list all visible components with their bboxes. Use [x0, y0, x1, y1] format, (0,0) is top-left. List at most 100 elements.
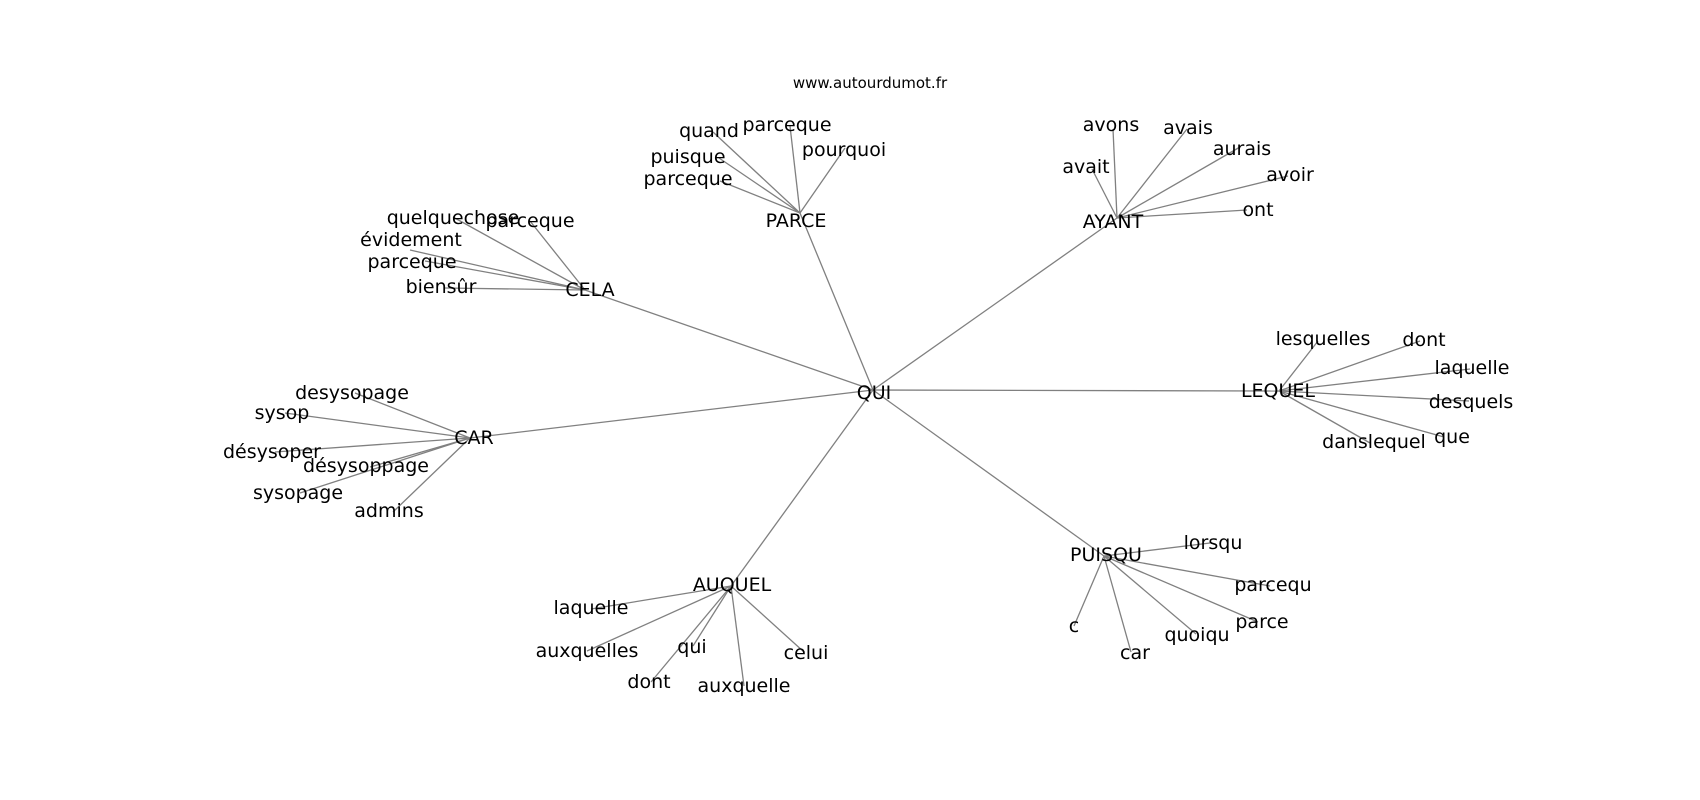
graph-edge	[712, 131, 801, 214]
source-caption: www.autourdumot.fr	[793, 74, 948, 92]
graph-edge	[718, 157, 801, 214]
leaf-node: quoiqu	[1164, 624, 1229, 646]
leaf-node: aurais	[1213, 138, 1271, 160]
graph-edge	[1103, 555, 1132, 653]
graph-edge	[584, 289, 874, 391]
leaf-node: admins	[354, 500, 423, 522]
leaf-node: sysopage	[253, 482, 343, 504]
leaf-node: quand	[679, 120, 739, 142]
graph-edge	[274, 437, 471, 453]
graph-edge	[1103, 555, 1271, 587]
graph-edge	[730, 585, 805, 653]
leaf-node: désysoper	[223, 441, 321, 463]
leaf-node: qui	[677, 636, 706, 658]
leaf-node: que	[1434, 426, 1470, 448]
hub-group-puisqu: PUISQU lorsqu parcequ parce quoiqu car c	[1069, 532, 1312, 664]
graph-edge	[1278, 390, 1445, 438]
center-node: QUI	[857, 382, 891, 404]
graph-edges	[274, 125, 1471, 687]
graph-edge	[1278, 390, 1470, 402]
graph-edge	[1103, 542, 1211, 557]
graph-edge	[1116, 209, 1248, 219]
graph-edge	[452, 216, 586, 291]
graph-edge	[1116, 128, 1188, 219]
graph-edge	[1278, 340, 1421, 392]
leaf-node: parcequ	[1234, 574, 1311, 596]
hub-node-parce: PARCE	[766, 210, 827, 232]
leaf-node: désysoppage	[303, 455, 429, 477]
hub-node-auquel: AUQUEL	[693, 574, 772, 596]
leaf-node: parceque	[742, 114, 831, 136]
leaf-node: parceque	[367, 251, 456, 273]
leaf-node: quelquechose	[387, 207, 520, 229]
graph-edge	[284, 412, 471, 439]
graph-edge	[789, 125, 801, 214]
leaf-node: lesquelles	[1276, 328, 1371, 350]
leaf-node: avons	[1083, 114, 1139, 136]
graph-edge	[590, 585, 732, 610]
graph-edge	[730, 389, 874, 587]
hub-group-ayant: AYANT avons avais aurais avait avoir ont	[1062, 114, 1314, 233]
graph-edge	[586, 585, 732, 652]
leaf-node: auxquelle	[698, 675, 791, 697]
graph-edge	[409, 249, 586, 291]
leaf-node: puisque	[650, 146, 725, 168]
leaf-node: laquelle	[1435, 357, 1510, 379]
leaf-node: biensûr	[406, 276, 477, 298]
graph-edge	[1103, 555, 1197, 635]
graph-edge	[1091, 168, 1118, 219]
hub-group-lequel: LEQUEL lesquelles dont laquelle desquels…	[1241, 328, 1513, 453]
graph-edge	[799, 212, 874, 391]
leaf-node: parceque	[643, 168, 732, 190]
graph-edge	[392, 437, 471, 513]
leaf-node: avait	[1062, 156, 1109, 178]
leaf-node: desquels	[1429, 391, 1514, 413]
graph-edge	[299, 437, 471, 494]
graph-edge	[354, 392, 471, 439]
leaf-node: car	[1120, 642, 1150, 664]
graph-edge	[730, 585, 745, 687]
leaf-node: parceque	[485, 210, 574, 232]
graph-edge	[872, 389, 1280, 392]
graph-edge	[469, 389, 874, 439]
graph-edge	[1278, 340, 1319, 392]
leaf-node: lorsqu	[1184, 532, 1243, 554]
graph-edge	[424, 260, 586, 291]
graph-edge	[1116, 175, 1289, 219]
hub-group-parce: PARCE quand parceque pourquoi puisque pa…	[643, 114, 886, 232]
hub-node-ayant: AYANT	[1083, 211, 1144, 233]
graph-edge	[1278, 390, 1371, 444]
leaf-node: dont	[1402, 329, 1445, 351]
leaf-node: danslequel	[1322, 431, 1426, 453]
graph-edge	[529, 220, 586, 291]
hub-node-puisqu: PUISQU	[1070, 544, 1142, 566]
leaf-node: dont	[627, 671, 670, 693]
graph-edge	[799, 147, 846, 214]
graph-edge	[444, 287, 586, 291]
graph-edge	[872, 389, 1105, 557]
graph-edge	[1103, 555, 1259, 623]
leaf-node: celui	[784, 642, 829, 664]
leaf-node: avais	[1163, 117, 1213, 139]
graph-edge	[1112, 128, 1118, 219]
graph-edge	[650, 585, 732, 683]
leaf-node: parce	[1235, 611, 1288, 633]
graph-edge	[1278, 368, 1471, 392]
leaf-node: laquelle	[554, 597, 629, 619]
hub-group-auquel: AUQUEL laquelle auxquelles qui celui don…	[536, 574, 829, 697]
leaf-node: c	[1069, 615, 1079, 637]
graph-edge	[719, 180, 801, 214]
hub-node-car: CAR	[454, 427, 493, 449]
leaf-node: avoir	[1266, 164, 1314, 186]
leaf-node: auxquelles	[536, 640, 639, 662]
leaf-node: pourquoi	[802, 139, 886, 161]
leaf-node: sysop	[255, 402, 310, 424]
hub-node-lequel: LEQUEL	[1241, 380, 1315, 402]
hub-group-cela: CELA quelquechose parceque évidement par…	[360, 207, 614, 301]
graph-edge	[1116, 146, 1241, 219]
leaf-node: desysopage	[295, 382, 409, 404]
graph-edge	[692, 585, 732, 647]
graph-edge	[1073, 555, 1105, 627]
hub-group-car: CAR desysopage sysop désysoper désysoppa…	[223, 382, 494, 522]
